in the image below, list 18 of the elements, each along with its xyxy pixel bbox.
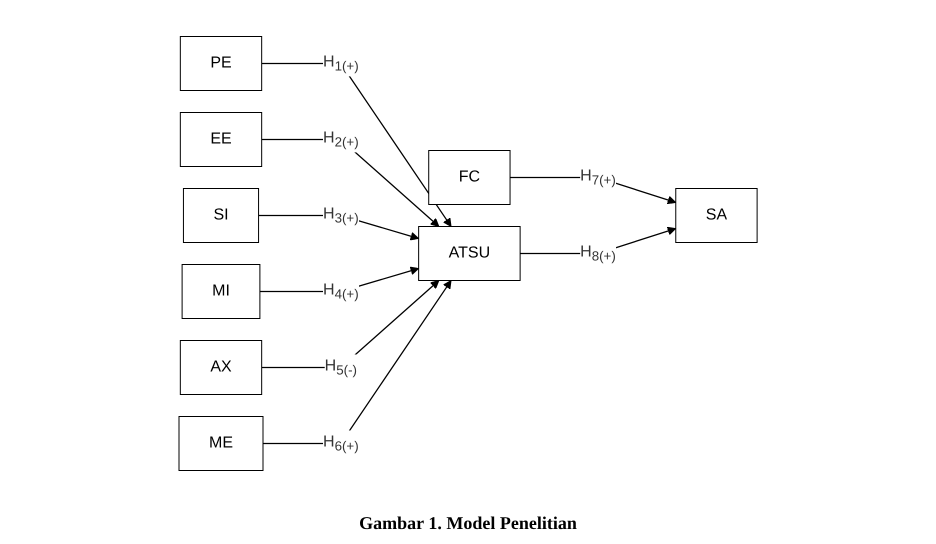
node-box: AX — [180, 340, 262, 395]
node-box: PE — [180, 36, 262, 91]
edge-label: H$_{4(+)}$ — [322, 281, 359, 302]
edge-label: H$_{6(+)}$ — [322, 433, 359, 454]
node-box: FC — [428, 150, 510, 205]
edge-label: H$_{2(+)}$ — [322, 129, 359, 150]
node-box: SA — [675, 188, 758, 243]
edge-label: H$_{1(+)}$ — [322, 53, 359, 74]
edge-label: H$_{7(+)}$ — [580, 167, 616, 188]
edge-label: H$_{5(-)}$ — [324, 357, 357, 378]
node-box: ATSU — [418, 226, 521, 281]
node-box: SI — [182, 188, 259, 243]
node-box: MI — [182, 264, 260, 319]
node-box: EE — [180, 112, 262, 167]
edge-label: H$_{8(+)}$ — [580, 243, 616, 264]
node-box: ME — [178, 416, 264, 471]
caption: Gambar 1. Model Penelitian — [359, 513, 577, 534]
edge-label: H$_{3(+)}$ — [322, 205, 359, 226]
